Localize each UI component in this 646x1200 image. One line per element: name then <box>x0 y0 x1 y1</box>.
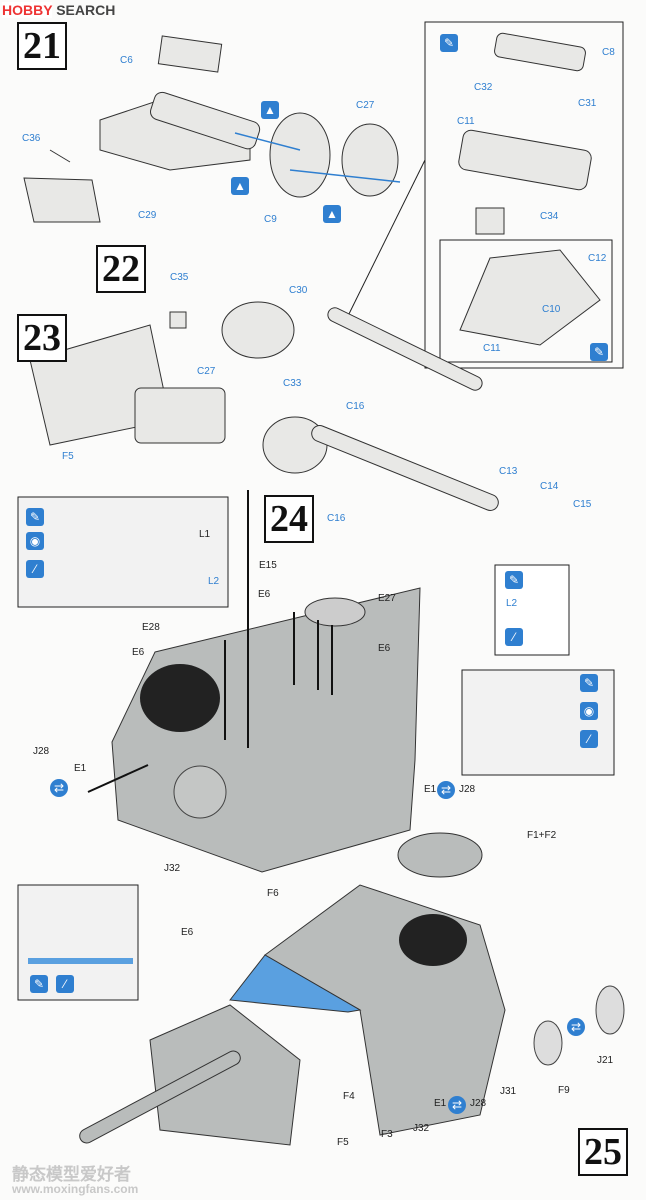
swap-icon: ⇄ <box>437 781 455 799</box>
part-label: F6 <box>267 888 279 899</box>
swap-icon: ⇄ <box>567 1018 585 1036</box>
part-label: C27 <box>356 100 375 111</box>
part-label: C8 <box>602 47 615 58</box>
cement-icon: ◉ <box>580 702 598 720</box>
paint-brush-icon: ✎ <box>30 975 48 993</box>
part-label: C31 <box>578 98 597 109</box>
part-label: C27 <box>197 366 216 377</box>
part-label: C14 <box>540 481 559 492</box>
part-label: C11 <box>457 116 475 127</box>
part-label: J28 <box>459 784 476 795</box>
step-number-22: 22 <box>96 245 146 293</box>
part-label: E27 <box>378 593 396 604</box>
part-label: C35 <box>170 272 189 283</box>
swap-icon: ⇄ <box>448 1096 466 1114</box>
mantlet-plate <box>149 1004 301 1146</box>
step21-drawing <box>23 35 399 223</box>
stripes-icon: ⁄ <box>580 730 598 748</box>
part-label: C33 <box>283 378 302 389</box>
step24-arrows <box>87 490 333 793</box>
detail-box-gun <box>424 21 624 369</box>
glue-icon: ▲ <box>323 205 341 223</box>
part-label: F1+F2 <box>527 830 557 841</box>
paint-brush-icon: ✎ <box>26 508 44 526</box>
part-label: F5 <box>337 1137 349 1148</box>
part-label: C12 <box>588 253 607 264</box>
part-label: C30 <box>289 285 308 296</box>
part-label: C32 <box>474 82 493 93</box>
step-number-25: 25 <box>578 1128 628 1176</box>
step21-arrows <box>234 132 401 183</box>
watermark-brand: HOBBY <box>2 2 53 18</box>
part-label: C9 <box>264 214 277 225</box>
cement-icon: ◉ <box>26 532 44 550</box>
part-label: J28 <box>470 1098 487 1109</box>
part-label: J21 <box>597 1055 614 1066</box>
paint-brush-icon: ✎ <box>590 343 608 361</box>
part-label: E6 <box>258 589 271 600</box>
part-label: F3 <box>381 1129 393 1140</box>
detail-box-left <box>17 496 229 608</box>
part-label: C6 <box>120 55 133 66</box>
part-label: E28 <box>142 622 160 633</box>
swap-icon: ⇄ <box>50 779 68 797</box>
part-label: C10 <box>542 304 561 315</box>
part-label: J31 <box>500 1086 517 1097</box>
part-label: J32 <box>413 1123 430 1134</box>
part-label: C15 <box>573 499 592 510</box>
part-label: J32 <box>164 863 181 874</box>
part-label: C16 <box>327 513 346 524</box>
watermark-suffix: SEARCH <box>56 2 116 18</box>
part-label: L2 <box>506 598 518 609</box>
paint-brush-icon: ✎ <box>440 34 458 52</box>
part-label: C11 <box>483 343 501 354</box>
detail-subbox-breech <box>439 239 613 363</box>
stripes-icon: ⁄ <box>56 975 74 993</box>
step-number-24: 24 <box>264 495 314 543</box>
paint-brush-icon: ✎ <box>505 571 523 589</box>
turret-step25 <box>264 884 506 1136</box>
part-label: L2 <box>208 576 220 587</box>
part-label: F4 <box>343 1091 355 1102</box>
part-label: C16 <box>346 401 365 412</box>
watermark-top: HOBBY SEARCH <box>2 2 115 18</box>
stripes-icon: ⁄ <box>505 628 523 646</box>
part-label: C36 <box>22 133 41 144</box>
part-label: E1 <box>424 784 437 795</box>
mantlet-drawing <box>29 301 499 511</box>
part-label: E6 <box>181 927 194 938</box>
stripes-icon: ⁄ <box>26 560 44 578</box>
part-label: E1 <box>74 763 87 774</box>
watermark-bottom-url: www.moxingfans.com <box>12 1182 139 1196</box>
part-label: E15 <box>259 560 277 571</box>
part-label: F9 <box>558 1085 570 1096</box>
watermark-bottom-cn: 静态模型爱好者 <box>12 1165 131 1184</box>
part-label: C29 <box>138 210 157 221</box>
part-label: J28 <box>33 746 50 757</box>
part-label: C13 <box>499 466 518 477</box>
part-label: C34 <box>540 211 559 222</box>
step-number-23: 23 <box>17 314 67 362</box>
part-label: F5 <box>62 451 74 462</box>
paint-brush-icon: ✎ <box>580 674 598 692</box>
part-label: E1 <box>434 1098 447 1109</box>
part-label: E6 <box>378 643 391 654</box>
glue-icon: ▲ <box>261 101 279 119</box>
step-number-21: 21 <box>17 22 67 70</box>
glue-icon: ▲ <box>231 177 249 195</box>
part-label: L1 <box>199 529 211 540</box>
part-label: E6 <box>132 647 145 658</box>
